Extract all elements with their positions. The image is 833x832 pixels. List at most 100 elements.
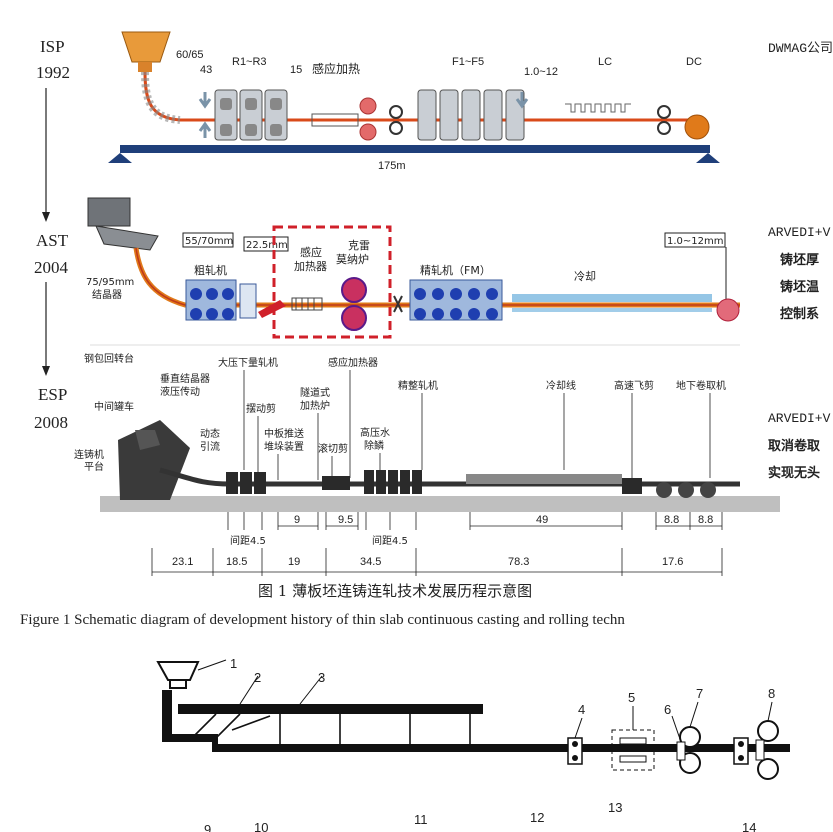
ast-rough-label: 粗轧机 (194, 263, 227, 277)
fig2-section: 1 2 3 4 5 6 7 8 9 10 11 12 13 14 (156, 656, 790, 832)
ast-box-3-label: 1.0~12mm (667, 236, 724, 247)
fig2-unit-8-bottom (757, 758, 779, 780)
esp-coil-label: 地下卷取机 (676, 379, 726, 392)
caption-cn: 图 1 薄板坯连铸连轧技术发展历程示意图 (258, 582, 532, 600)
esp-dim-lower-3: 34.5 (360, 556, 381, 568)
ast-coilbox-bottom (341, 305, 367, 331)
ast-crop-shear (393, 295, 403, 313)
ast-tundish (95, 225, 159, 251)
ast-shear (258, 300, 286, 318)
isp-induction-heater (311, 113, 359, 127)
esp-cooling-line (466, 474, 622, 484)
esp-gap-1: 间距4.5 (230, 534, 266, 547)
esp-tunnel-label-b: 加热炉 (300, 399, 330, 412)
esp-tunnel-label-a: 隧道式 (300, 386, 330, 399)
isp-year: 1992 (36, 63, 70, 82)
esp-gap-2: 间距4.5 (372, 534, 408, 547)
esp-tunnel-furnace (322, 476, 350, 490)
esp-caster-label-a: 连铸机 (74, 448, 104, 461)
ast-box-2 (243, 236, 289, 252)
fig2-num-10: 10 (254, 820, 268, 832)
isp-mold-label: 60/65 (176, 49, 204, 61)
ast-name: AST (36, 231, 69, 250)
fig2-num-1: 1 (230, 656, 237, 671)
esp-push-label-b: 堆垛装置 (264, 440, 304, 453)
ast-mold-thick: 75/95mm (86, 277, 134, 288)
esp-side-0: ARVEDI+V (768, 411, 831, 426)
isp-finish-stands (417, 89, 525, 141)
ast-cooling-line-top (512, 294, 712, 302)
esp-rollshear-label: 滚切剪 (318, 442, 348, 455)
esp-dyn-label-a: 动态 (200, 427, 220, 440)
fig2-unit-6 (676, 741, 686, 761)
esp-dim-upper-0: 9 (294, 514, 300, 526)
isp-thick-label: 43 (200, 64, 212, 76)
esp-dim-upper-2: 49 (536, 514, 548, 526)
ast-side-0: ARVEDI+V (768, 225, 831, 240)
isp-mid-label: 15 (290, 64, 302, 76)
ast-finish-stands (409, 279, 503, 321)
fig2-num-3: 3 (318, 670, 325, 685)
esp-desc-label-b: 除鳞 (364, 439, 384, 452)
esp-coilers (656, 482, 716, 498)
esp-leader-lines (243, 370, 711, 480)
esp-finish-stands (364, 470, 422, 494)
ast-box-3 (664, 232, 726, 248)
esp-mold-label-a: 垂直结晶器 (160, 372, 210, 385)
isp-pinch-bottom (657, 121, 671, 135)
isp-rough-stands (214, 89, 288, 141)
ast-induction-heater (291, 297, 323, 311)
ast-box-2-label: 22.5mm (246, 240, 288, 251)
isp-name: ISP (40, 37, 65, 56)
isp-lc-label: LC (598, 56, 612, 68)
ast-cooling-line-bottom (512, 308, 712, 312)
isp-dc-label: DC (686, 56, 702, 68)
esp-year: 2008 (34, 413, 68, 432)
ast-side-2: 铸坯温 (780, 279, 819, 295)
esp-fly-label: 高速飞剪 (614, 379, 654, 392)
esp-finish-label: 精整轧机 (398, 379, 438, 392)
esp-push-label-a: 中板推送 (264, 427, 304, 440)
ast-box-1-label: 55/70mm (185, 236, 233, 247)
fig2-ladle (156, 661, 200, 681)
ast-year: 2004 (34, 258, 69, 277)
timeline-arrow-1 (42, 212, 50, 222)
esp-desc-label-a: 高压水 (360, 426, 390, 439)
esp-ladle-label: 钢包回转台 (84, 352, 134, 365)
ast-coilbox-top (341, 277, 367, 303)
fig2-num-8: 8 (768, 686, 775, 701)
isp-support-right (696, 153, 720, 163)
caption-en: Figure 1 Schematic diagram of developmen… (20, 612, 625, 628)
esp-flying-shear (622, 478, 642, 494)
ast-section: AST 2004 75/95mm 结晶器 55/70mm 22.5mm 粗轧机 … (34, 197, 831, 346)
fig2-upper-slab (178, 704, 483, 714)
esp-tundish (135, 430, 160, 450)
fig2-num-5: 5 (628, 690, 635, 705)
fig2-num-13: 13 (608, 800, 622, 815)
esp-dim-lower-2: 19 (288, 556, 300, 568)
fig2-num-6: 6 (664, 702, 671, 717)
fig2-unit-8-top (757, 720, 779, 742)
timeline-arrow-2 (42, 366, 50, 376)
esp-dim-lower-4: 78.3 (508, 556, 529, 568)
isp-arrow-up (198, 121, 212, 138)
isp-side-note: DWMAG公司 (768, 41, 833, 56)
esp-dim-lower-0: 23.1 (172, 556, 193, 568)
esp-floor (100, 496, 780, 512)
isp-finish-label: F1~F5 (452, 56, 484, 68)
fig2-num-9: 9 (204, 822, 211, 832)
ast-finish-label: 精轧机（FM） (420, 263, 491, 277)
ast-cool-label: 冷却 (574, 270, 596, 283)
esp-dim-lower-1: 18.5 (226, 556, 247, 568)
fig2-num-14: 14 (742, 820, 756, 832)
fig2-num-12: 12 (530, 810, 544, 825)
esp-dim-upper (227, 512, 723, 530)
isp-coiler (684, 114, 710, 140)
isp-final-label: 1.0~12 (524, 66, 558, 78)
ast-mold-label: 结晶器 (92, 288, 122, 301)
isp-support-left (108, 153, 132, 163)
fig2-leader-3 (299, 675, 323, 705)
esp-caster (118, 420, 190, 500)
esp-name: ESP (38, 385, 67, 404)
